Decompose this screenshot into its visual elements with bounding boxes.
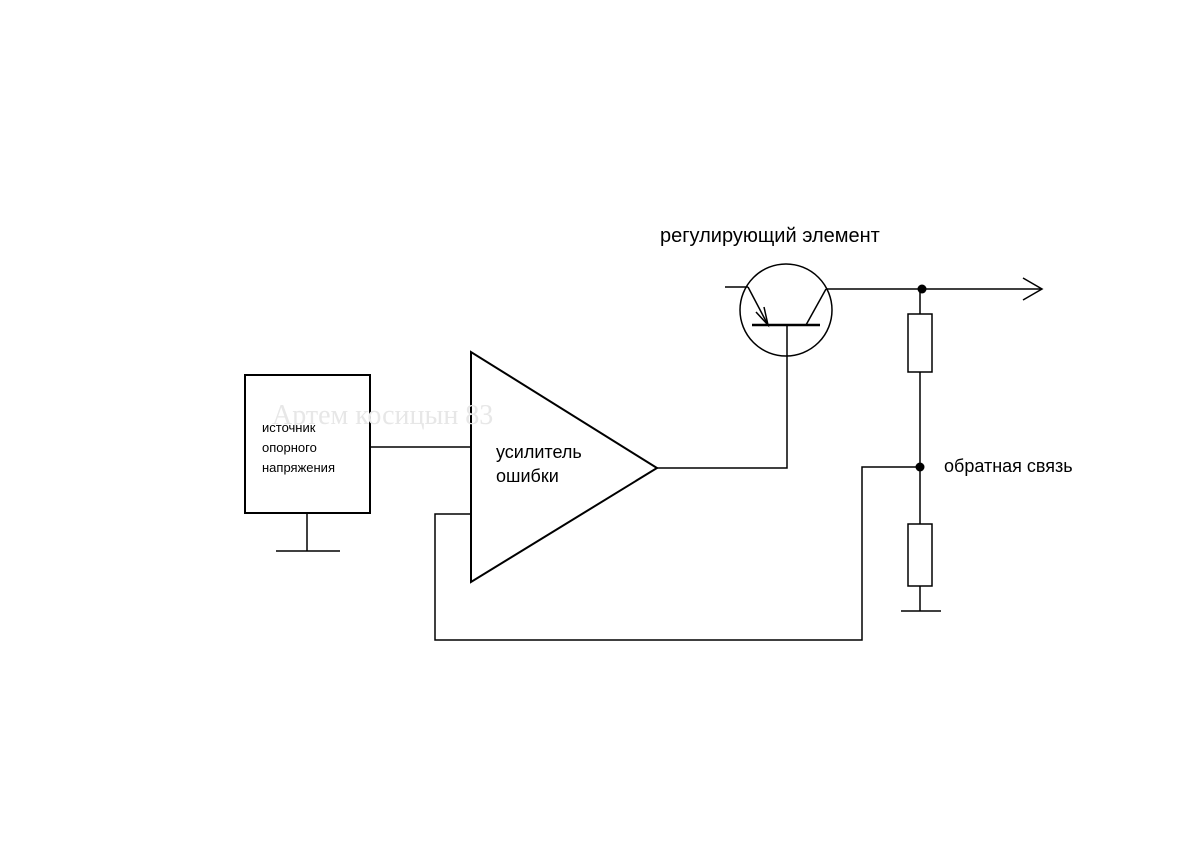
wire-feedback-loop: [434, 466, 920, 641]
label-error-amplifier-line-2: ошибки: [496, 466, 559, 486]
reference-source-block: [244, 374, 371, 514]
label-reference-source-line-1: источник: [262, 420, 316, 435]
label-reference-source-line-3: напряжения: [262, 460, 335, 475]
transistor-emitter-arrow: [755, 306, 770, 328]
transistor-circle: [739, 263, 833, 357]
label-feedback: обратная связь: [944, 456, 1073, 476]
output-arrow-icon: [1022, 277, 1044, 301]
resistor-bottom: [907, 523, 933, 587]
transistor-emitter-lead: [747, 286, 769, 326]
label-error-amplifier-line-1: усилитель: [496, 442, 582, 462]
label-regulating-element: регулирующий элемент: [660, 225, 880, 247]
label-error-amplifier: усилитель ошибки: [496, 440, 582, 488]
label-reference-source: источник опорного напряжения: [262, 418, 335, 478]
error-amplifier-triangle: [470, 350, 659, 584]
transistor: [725, 263, 833, 357]
label-reference-source-line-2: опорного: [262, 440, 317, 455]
junction-node-output: [917, 284, 927, 294]
wire-amplifier-to-transistor-base: [657, 325, 788, 469]
resistor-top: [907, 313, 933, 373]
transistor-collector-lead: [805, 288, 827, 326]
